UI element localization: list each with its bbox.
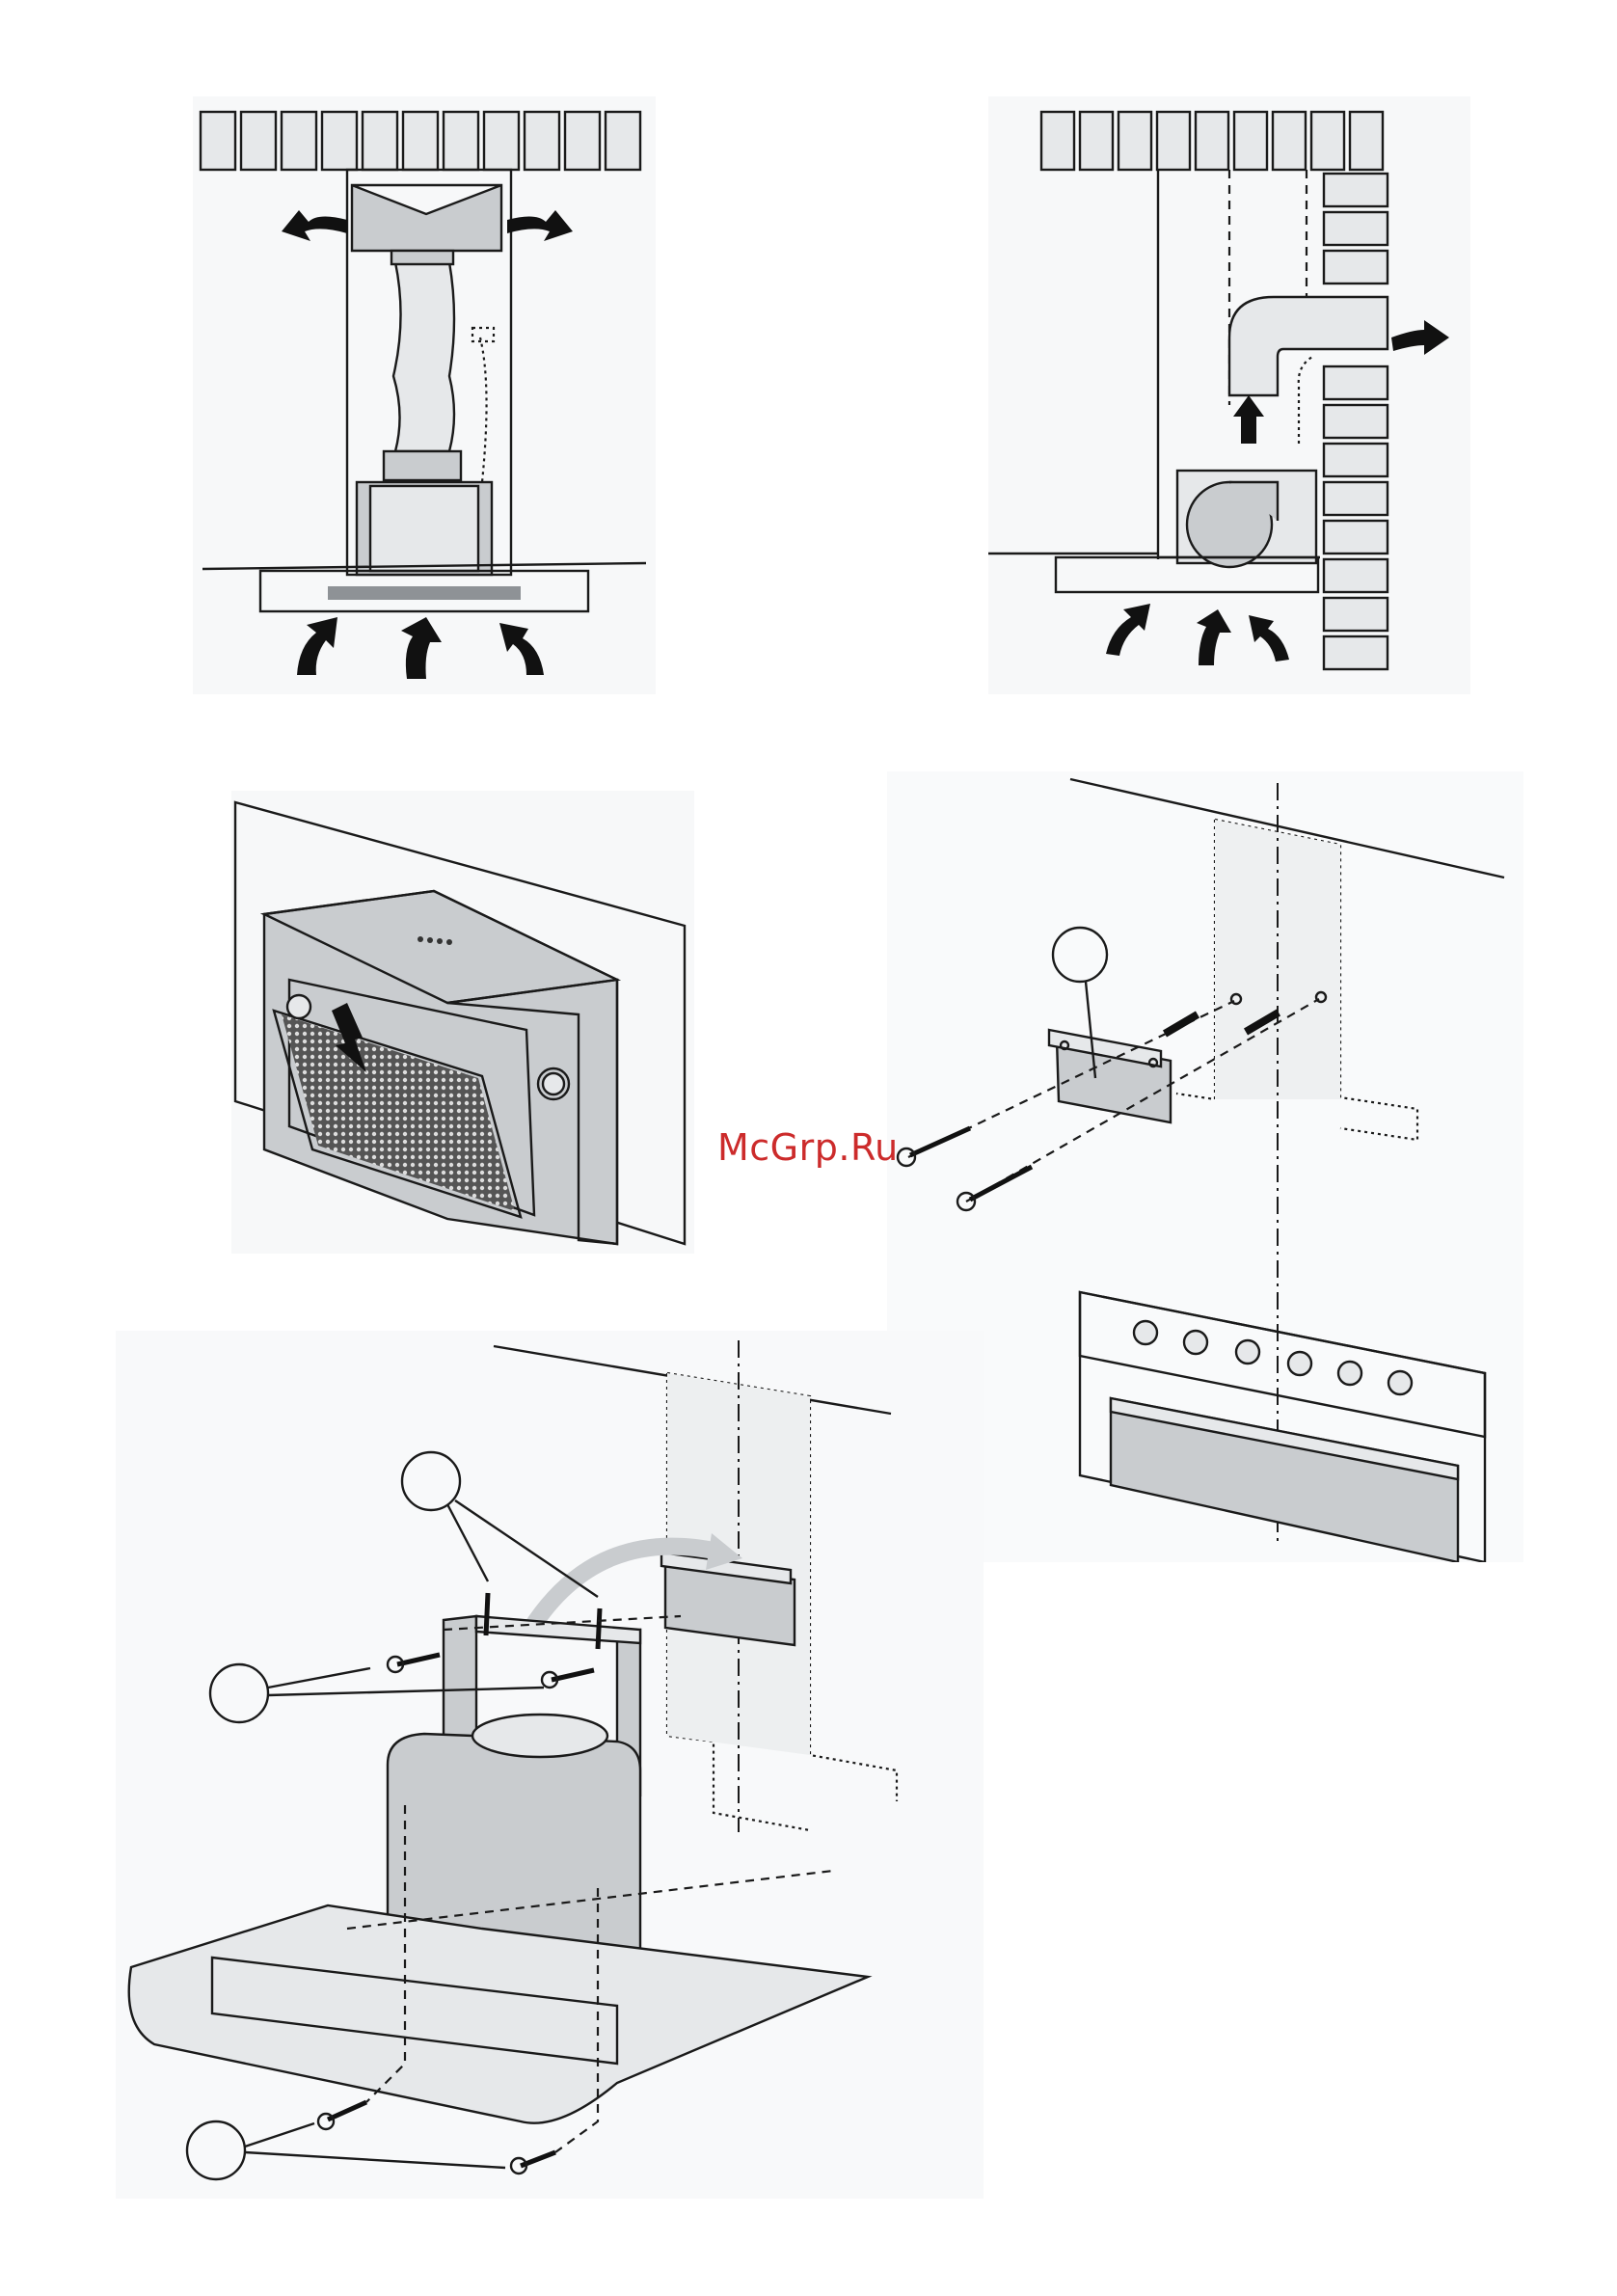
recirculation-diagram [193, 96, 656, 694]
figure-ducted-exhaust [988, 96, 1470, 694]
figure-filter-removal [231, 791, 694, 1254]
outlet-collar [472, 1715, 607, 1757]
figure-recirculation [193, 96, 656, 694]
figure-hood-mounting [116, 1331, 984, 2199]
filter-slot [328, 586, 521, 600]
ceiling-bricks [1041, 112, 1383, 170]
filter-handle-icon [287, 995, 310, 1018]
ceiling-bricks [201, 112, 640, 170]
hood-mounting-diagram [116, 1331, 984, 2199]
watermark-text: McGrp.Ru [717, 1126, 899, 1169]
ducted-diagram [988, 96, 1470, 694]
flexible-hose [393, 262, 454, 451]
filter-removal-diagram [231, 791, 694, 1254]
